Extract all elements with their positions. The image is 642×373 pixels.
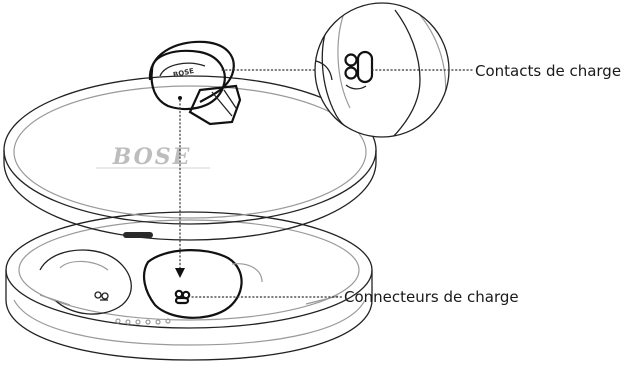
lid-latch	[123, 232, 153, 238]
charging-case-lid: BOSE	[3, 75, 377, 241]
contacts-callout-label: Contacts de charge	[475, 62, 622, 80]
arrow-head-icon	[175, 268, 185, 278]
connectors-callout-label: Connecteurs de charge	[344, 288, 519, 306]
left-connector-glyph	[94, 291, 109, 301]
status-led-dots	[115, 318, 171, 325]
earbud-icon: BOSE	[148, 40, 242, 126]
earbud-logo: BOSE	[172, 67, 195, 79]
charging-contacts-icon	[344, 50, 374, 90]
charging-connectors-icon	[174, 289, 191, 305]
brand-logo: BOSE	[112, 144, 192, 170]
charging-case-icon	[5, 211, 373, 361]
earbud-contact-point	[178, 96, 182, 100]
magnifier-circle-icon	[314, 2, 450, 138]
